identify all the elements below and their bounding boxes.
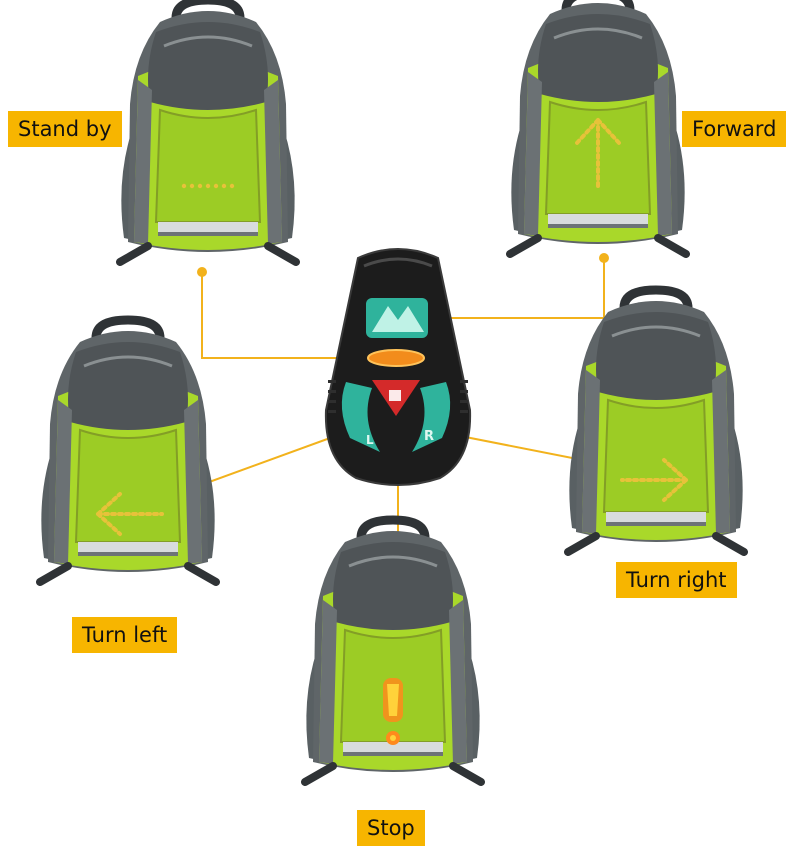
- backpack-standby: [120, 0, 296, 262]
- backpack-forward: [510, 0, 686, 254]
- arrow-left-icon: [96, 492, 164, 536]
- right-button[interactable]: R: [412, 382, 451, 452]
- label-stop: Stop: [357, 810, 425, 846]
- label-turn-left: Turn left: [72, 617, 178, 653]
- connector-dot-forward: [599, 253, 609, 263]
- backpack-stop: [305, 520, 481, 782]
- connector-dot-standby: [197, 267, 207, 277]
- arrow-right-icon: [620, 458, 688, 502]
- standby-button[interactable]: [367, 349, 425, 367]
- connector-standby: [201, 272, 392, 359]
- arrow-up-icon: [574, 118, 622, 192]
- remote-control: L R: [324, 248, 472, 486]
- label-forward: Forward: [682, 111, 787, 147]
- label-turn-right: Turn right: [616, 562, 737, 598]
- backpack-left: [40, 320, 216, 582]
- stop-button[interactable]: [372, 380, 420, 416]
- forward-button[interactable]: [366, 298, 428, 338]
- led-dots-icon: [181, 183, 235, 189]
- exclamation-icon: [383, 678, 403, 745]
- left-button[interactable]: L: [341, 382, 380, 452]
- backpack-right: [568, 290, 744, 552]
- label-stand-by: Stand by: [8, 111, 122, 147]
- left-button-letter: L: [366, 433, 374, 447]
- remote-body: [324, 248, 472, 486]
- right-button-letter: R: [424, 429, 434, 444]
